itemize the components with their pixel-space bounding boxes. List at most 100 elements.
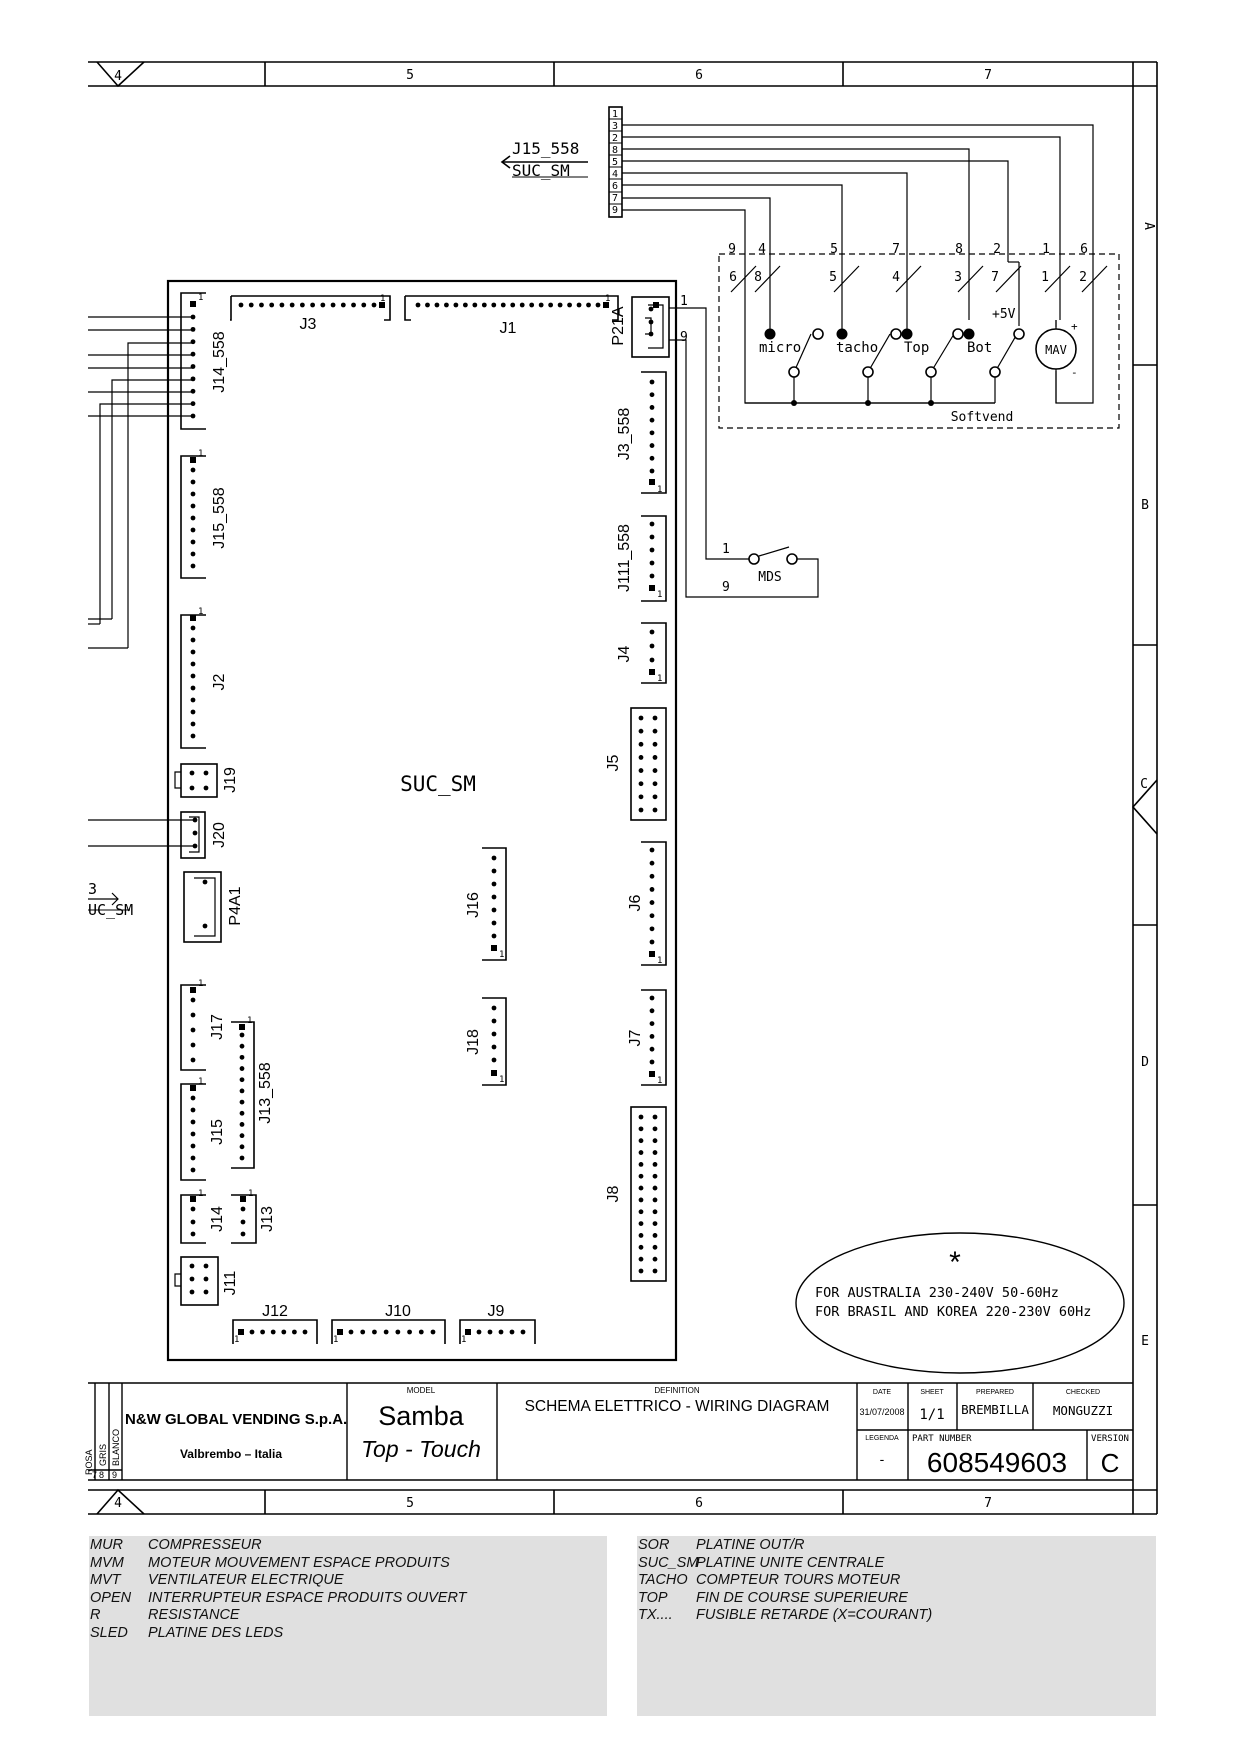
- connector-pin: [462, 302, 468, 308]
- connector-pin-1-label: 1: [247, 1016, 252, 1026]
- connector-pin-1-marker: [649, 585, 655, 591]
- legend-description: INTERRUPTEUR ESPACE PRODUITS OUVERT: [148, 1589, 467, 1606]
- connector-pin: [190, 649, 196, 655]
- j15-label: J15: [209, 1119, 226, 1145]
- connector-pin: [649, 847, 655, 853]
- connector-pin: [190, 503, 196, 509]
- connector-pin: [638, 1161, 644, 1167]
- connector-pin: [190, 1042, 196, 1048]
- part-number-value: 608549603: [927, 1447, 1067, 1478]
- mds-pin-1: 1: [722, 542, 730, 557]
- column-label-5-bottom: 5: [406, 1496, 414, 1511]
- connector-pin-1-label: 1: [198, 1189, 203, 1199]
- connector-pin: [434, 302, 440, 308]
- version-label: VERSION: [1091, 1434, 1129, 1444]
- connector-pin-1-marker: [649, 951, 655, 957]
- connector-pin: [652, 1209, 658, 1215]
- part-number-label: PART NUMBER: [912, 1434, 972, 1444]
- side-label-rosa: ROSA: [84, 1449, 94, 1475]
- legend-code: TX....: [638, 1607, 673, 1624]
- connector-pin-1-label: 1: [333, 1335, 338, 1345]
- j16-label: J16: [465, 892, 482, 918]
- wire-number: 6: [729, 270, 737, 285]
- connector-pin: [567, 302, 572, 308]
- connector-pin: [190, 1095, 196, 1101]
- side-label-gris: GRIS: [98, 1444, 108, 1466]
- connector-pin: [472, 302, 478, 308]
- connector-pin: [190, 697, 196, 703]
- connector-pin-1-marker: [240, 1196, 246, 1202]
- legend-code: MVT: [90, 1572, 121, 1589]
- connector-pin: [519, 302, 525, 308]
- header-pin: 8: [612, 145, 618, 156]
- connector-pin: [407, 1329, 412, 1335]
- connector-pin: [190, 1206, 196, 1212]
- legend-code: MUR: [90, 1537, 124, 1553]
- connector-pin: [240, 1219, 246, 1225]
- connector-pin: [248, 302, 254, 308]
- connector-pin: [649, 392, 655, 398]
- connector-pin: [652, 1173, 658, 1179]
- wire-number: 2: [993, 242, 1001, 257]
- connector-pin: [239, 1043, 245, 1049]
- connector-pin-1-marker: [603, 302, 609, 308]
- connector-pin: [652, 1197, 658, 1203]
- connector-pin: [548, 302, 554, 308]
- connector-pin-1-marker: [649, 1071, 655, 1077]
- connector-pin: [239, 1032, 245, 1038]
- connector-pin: [299, 302, 305, 308]
- connector-pin: [491, 1018, 497, 1024]
- connector-pin-1-marker: [190, 615, 196, 621]
- sheet-label: SHEET: [920, 1389, 944, 1396]
- row-label-e: E: [1141, 1334, 1149, 1349]
- connector-pin-1-marker: [190, 301, 196, 307]
- connector-pin: [652, 1185, 658, 1191]
- connector-pin: [239, 1110, 245, 1116]
- connector-pin: [239, 1155, 245, 1161]
- p21a-label: P21A: [610, 306, 627, 345]
- row-label-b: B: [1141, 498, 1149, 513]
- connector-pin: [649, 1046, 655, 1052]
- connector-pin: [638, 1126, 644, 1132]
- connector-pin: [649, 1059, 655, 1065]
- wire-number: 1: [1042, 242, 1050, 257]
- connector-pin: [190, 527, 196, 533]
- connector-pin: [638, 755, 644, 760]
- connector-pin: [239, 1088, 245, 1094]
- connector-pin: [361, 302, 367, 308]
- connector-pin: [649, 430, 655, 436]
- connector-pin: [652, 1126, 658, 1132]
- connector-pin: [190, 401, 196, 407]
- connector-pin: [649, 573, 655, 579]
- connector-pin-1-marker: [190, 457, 196, 463]
- header-pin: 2: [612, 133, 618, 144]
- j13-label: J13: [259, 1206, 276, 1232]
- connector-pin: [649, 1008, 655, 1014]
- p4a1-label: P4A1: [227, 886, 244, 925]
- legend-description: PLATINE UNITE CENTRALE: [696, 1554, 885, 1571]
- connector-pin: [279, 302, 285, 308]
- connector-pin: [638, 1268, 644, 1274]
- connector-pin: [203, 785, 209, 791]
- connector-pin: [190, 637, 196, 643]
- j7-label: J7: [627, 1029, 644, 1046]
- prepared-label: PREPARED: [976, 1389, 1014, 1396]
- connector-pin-1-label: 1: [198, 607, 203, 617]
- connector-pin: [239, 1054, 245, 1060]
- connector-pin: [649, 995, 655, 1001]
- connector-pin: [320, 302, 326, 308]
- connector-pin: [189, 1289, 195, 1295]
- connector-pin: [330, 302, 336, 308]
- connector-pin: [491, 933, 497, 939]
- connector-pin: [595, 302, 601, 308]
- connector-pin: [190, 339, 196, 345]
- connector-pin: [638, 1150, 644, 1155]
- j5-label: J5: [605, 754, 622, 771]
- connector-pin: [239, 1077, 245, 1083]
- connector-pin-1-marker: [190, 1085, 196, 1091]
- connector-pin: [491, 1031, 497, 1037]
